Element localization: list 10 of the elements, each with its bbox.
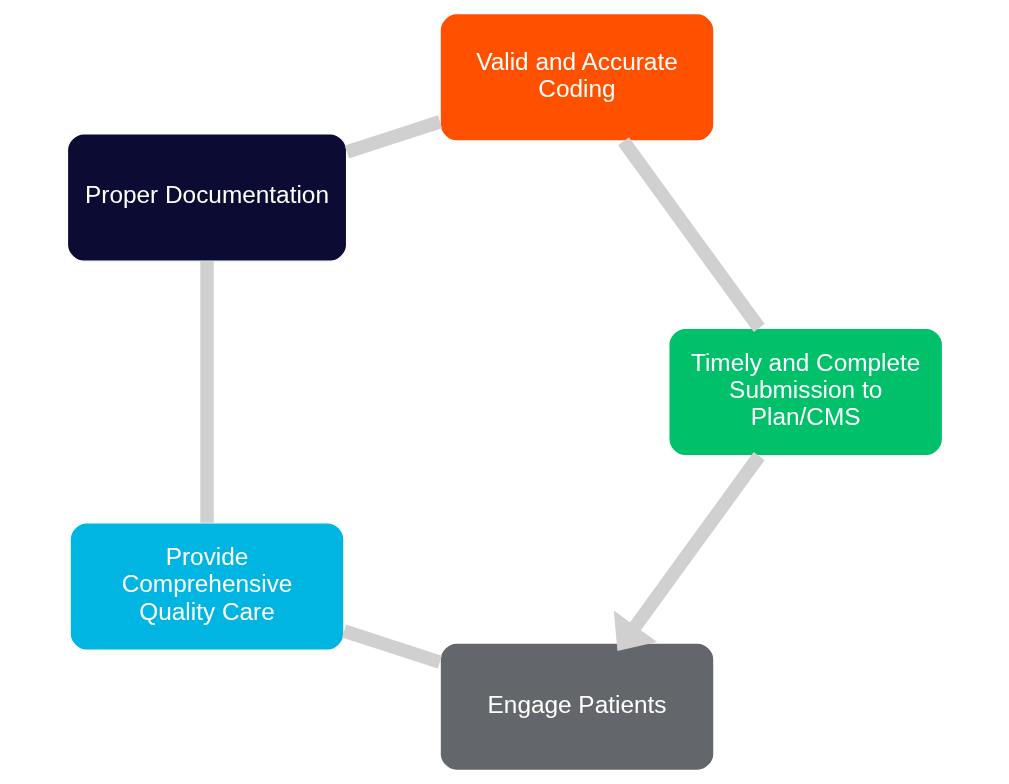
node-box: Valid and Accurate Coding — [438, 12, 715, 142]
node-box: Timely and Complete Submission to Plan/CMS — [667, 327, 943, 457]
connector — [617, 137, 765, 332]
connector — [344, 115, 442, 159]
node-box: Engage Patients — [438, 642, 715, 772]
node-box: Proper Documentation — [66, 133, 347, 262]
connector — [199, 261, 214, 523]
node-box: Provide Comprehensive Quality Care — [68, 522, 345, 651]
connector — [341, 624, 442, 669]
arrow — [613, 452, 765, 652]
